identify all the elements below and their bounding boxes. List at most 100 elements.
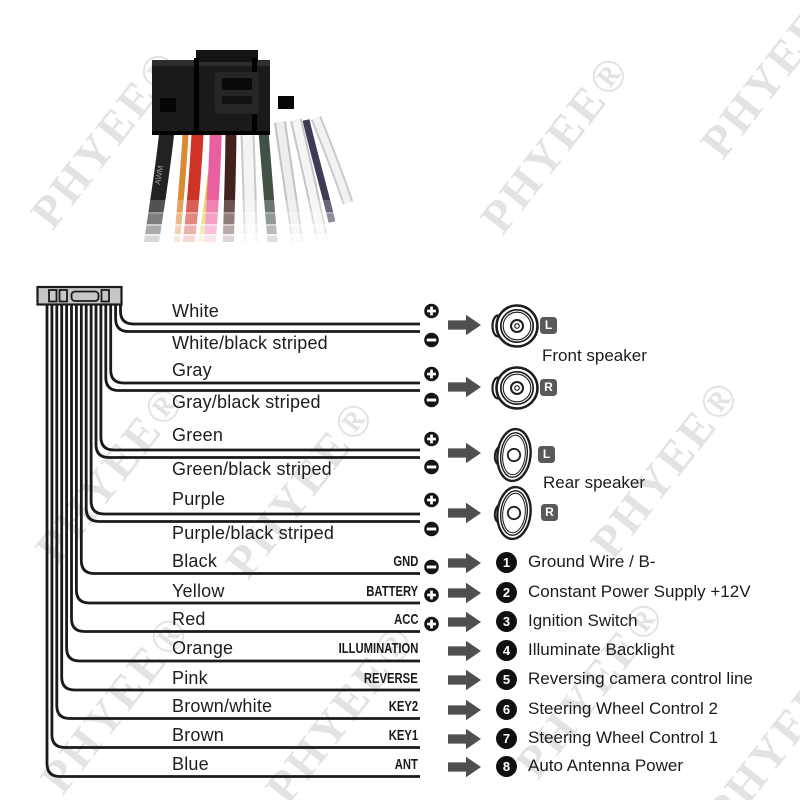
- arrow-right-icon: [448, 756, 481, 778]
- arrow-right-icon: [448, 582, 481, 604]
- wire-path-green-black: [94, 304, 420, 459]
- wire-label-black: Black: [172, 551, 218, 571]
- function-number-4: 4: [496, 640, 517, 661]
- cable-marking-text: AWM: [153, 164, 165, 185]
- wire-label-white: White: [172, 301, 220, 321]
- polarity-markers: [424, 303, 439, 632]
- terminal-label-illumination: ILLUMINATION: [338, 640, 418, 657]
- wire-label-yellow: Yellow: [172, 581, 225, 601]
- photo-wire-white3: [312, 116, 352, 205]
- function-number-5: 5: [496, 669, 517, 690]
- front-right-badge: R: [540, 379, 557, 396]
- wire-label-gray-black: Gray/black striped: [172, 392, 321, 412]
- wire-path-blue: [45, 304, 420, 778]
- minus-icon: [424, 332, 439, 348]
- function-text-ignition: Ignition Switch: [528, 611, 638, 630]
- function-text-swc1: Steering Wheel Control 1: [528, 728, 718, 747]
- wire-label-orange: Orange: [172, 638, 234, 658]
- wire-path-purple-black: [84, 304, 420, 523]
- wire-path-pink: [60, 304, 420, 692]
- wire-path-black: [79, 304, 420, 575]
- wire-path-brown-white: [55, 304, 420, 720]
- arrow-right-icon: [448, 728, 481, 750]
- arrow-right-icon: [448, 640, 481, 662]
- rear-speaker-right-icon: [493, 485, 532, 541]
- arrow-right-icon: [448, 552, 481, 574]
- rear-speaker-left-icon: [493, 427, 532, 483]
- plus-icon: [424, 616, 439, 632]
- function-text-ground: Ground Wire / B-: [528, 552, 656, 571]
- wire-path-brown: [50, 304, 420, 749]
- rear-right-badge: R: [541, 504, 558, 521]
- wire-label-gray: Gray: [172, 360, 212, 380]
- minus-icon: [424, 559, 439, 575]
- terminal-label-reverse: REVERSE: [364, 670, 418, 687]
- wire-path-orange: [65, 304, 420, 663]
- wire-path-gray: [109, 304, 420, 385]
- wire-label-blue: Blue: [172, 754, 209, 774]
- plus-icon: [424, 431, 439, 447]
- arrow-right-icon: [448, 699, 481, 721]
- photo-connector-body: [152, 50, 294, 135]
- terminal-label-key1: KEY1: [388, 727, 418, 744]
- function-text-reverse: Reversing camera control line: [528, 669, 753, 688]
- function-number-7: 7: [496, 728, 517, 749]
- terminal-label-battery: BATTERY: [366, 583, 418, 600]
- function-number-1: 1: [496, 552, 517, 573]
- wire-label-green-black: Green/black striped: [172, 459, 332, 479]
- terminal-label-key2: KEY2: [388, 698, 418, 715]
- function-text-illumination: Illuminate Backlight: [528, 640, 675, 659]
- wire-path-purple: [89, 304, 420, 516]
- plus-icon: [424, 587, 439, 603]
- photo-wire-purple: [302, 119, 336, 223]
- plus-icon: [424, 303, 439, 319]
- function-text-swc2: Steering Wheel Control 2: [528, 699, 718, 718]
- function-number-8: 8: [496, 756, 517, 777]
- wire-path-gray-black: [104, 304, 420, 392]
- terminal-label-ant: ANT: [394, 756, 418, 773]
- arrow-right-icon: [448, 669, 481, 691]
- wire-label-purple-black: Purple/black striped: [172, 523, 335, 543]
- front-left-badge: L: [540, 317, 557, 334]
- plus-icon: [424, 492, 439, 508]
- arrow-right-icon: [448, 442, 481, 464]
- wire-label-brown-white: Brown/white: [172, 696, 273, 716]
- wire-label-brown: Brown: [172, 725, 225, 745]
- wire-path-red: [70, 304, 420, 633]
- rear-speaker-label: Rear speaker: [543, 473, 646, 492]
- wire-label-pink: Pink: [172, 668, 208, 688]
- wire-label-green: Green: [172, 425, 224, 445]
- wire-path-white-black: [114, 304, 420, 333]
- function-text-antenna: Auto Antenna Power: [528, 756, 684, 775]
- minus-icon: [424, 392, 439, 408]
- minus-icon: [424, 459, 439, 475]
- arrows: [448, 314, 481, 778]
- wire-lines: [45, 304, 420, 778]
- function-number-3: 3: [496, 611, 517, 632]
- function-text-power: Constant Power Supply +12V: [528, 582, 751, 601]
- arrow-right-icon: [448, 502, 481, 524]
- arrow-right-icon: [448, 314, 481, 336]
- arrow-right-icon: [448, 611, 481, 633]
- front-speaker-left-icon: [491, 304, 539, 348]
- wire-path-white: [119, 304, 420, 326]
- harness-photo: AWM: [135, 50, 365, 287]
- front-speaker-right-icon: [491, 366, 539, 410]
- function-number-2: 2: [496, 582, 517, 603]
- wire-label-white-black: White/black striped: [172, 333, 328, 353]
- function-number-6: 6: [496, 699, 517, 720]
- wire-label-red: Red: [172, 609, 206, 629]
- arrow-right-icon: [448, 376, 481, 398]
- wire-path-green: [99, 304, 420, 452]
- front-speaker-label: Front speaker: [542, 346, 647, 365]
- rear-left-badge: L: [538, 446, 555, 463]
- photo-fade: [135, 200, 365, 287]
- wire-label-purple: Purple: [172, 489, 226, 509]
- wire-path-yellow: [75, 304, 420, 605]
- harness-connector-icon: [36, 285, 123, 306]
- minus-icon: [424, 521, 439, 537]
- terminal-label-gnd: GND: [392, 553, 418, 570]
- plus-icon: [424, 366, 439, 382]
